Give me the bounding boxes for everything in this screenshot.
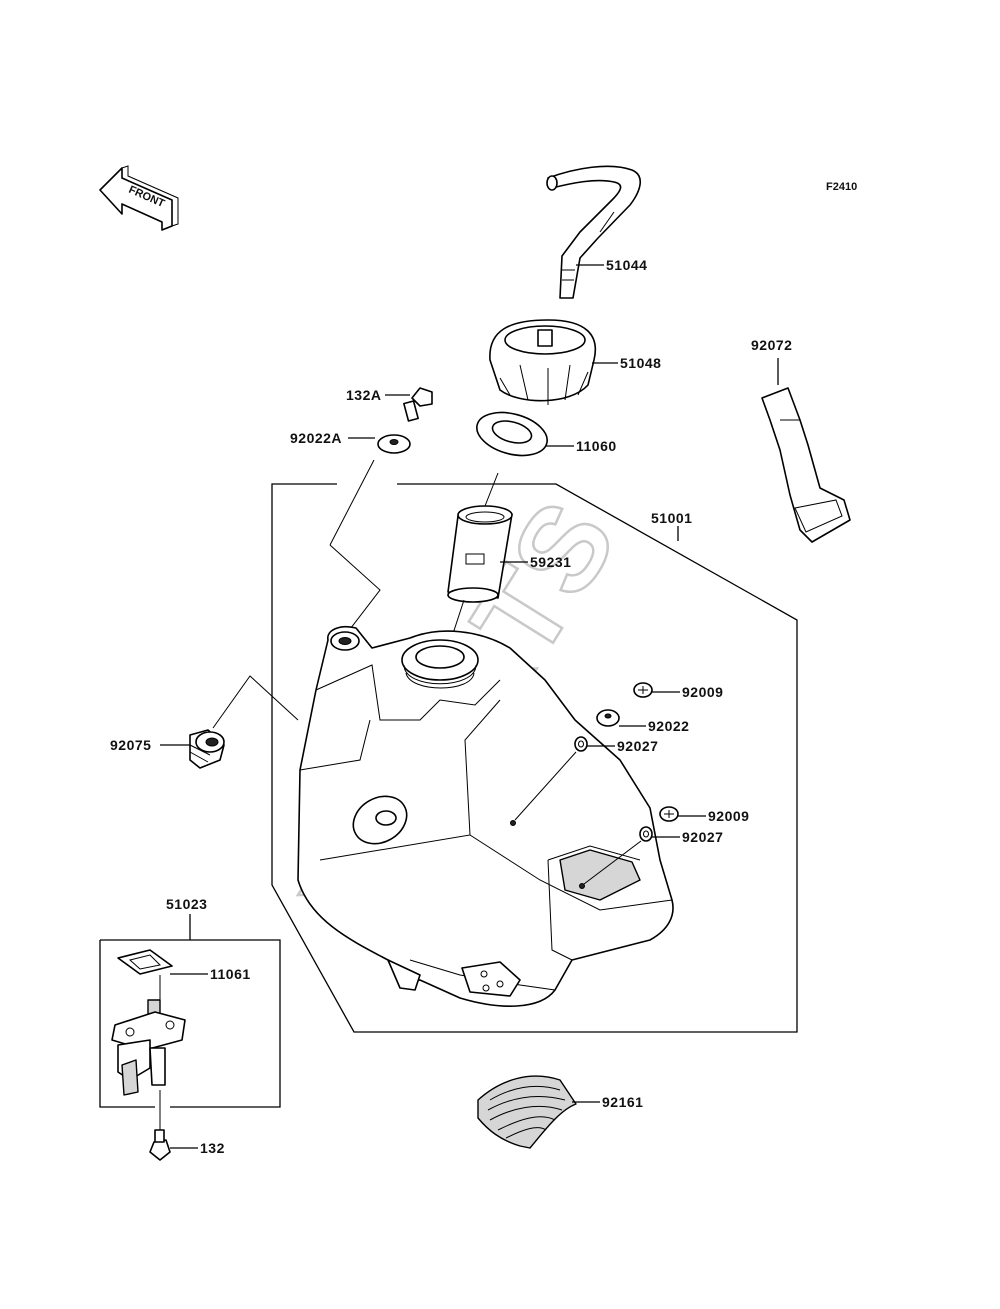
- grommet-92027-bottom: [639, 826, 653, 842]
- callout-92022: 92022: [648, 718, 689, 734]
- damper-92075: [189, 729, 225, 769]
- callout-92161: 92161: [602, 1094, 643, 1110]
- washer-92022a: [377, 434, 411, 454]
- fuel-cock-gasket: [117, 949, 173, 975]
- washer-92022: [596, 709, 620, 727]
- fuel-cock-assembly-box: [99, 939, 281, 1108]
- callout-11060: 11060: [576, 438, 617, 454]
- callout-11061: 11061: [210, 966, 251, 982]
- tank-assembly-bracket: [271, 483, 798, 1033]
- callout-92072: 92072: [751, 337, 792, 353]
- callout-92027-bottom: 92027: [682, 829, 723, 845]
- cap-gasket: [476, 411, 548, 457]
- callout-51001: 51001: [651, 510, 692, 526]
- fuel-cock: [111, 999, 186, 1096]
- tank-strap: [761, 387, 851, 543]
- callout-51023: 51023: [166, 896, 207, 912]
- callout-51044: 51044: [606, 257, 647, 273]
- fuel-filter: [447, 505, 513, 603]
- callout-132a: 132A: [346, 387, 381, 403]
- breather-hose: [546, 165, 641, 299]
- fuel-tank: [297, 625, 674, 1007]
- callout-92009-bottom: 92009: [708, 808, 749, 824]
- callout-92009-top: 92009: [682, 684, 723, 700]
- callout-132: 132: [200, 1140, 225, 1156]
- figure-code: F2410: [826, 181, 857, 193]
- grommet-92027-top: [574, 736, 588, 752]
- front-arrow-icon: FRONT: [99, 165, 179, 231]
- fuel-cap: [489, 319, 596, 405]
- callout-92075: 92075: [110, 737, 151, 753]
- callout-51048: 51048: [620, 355, 661, 371]
- callout-92022a: 92022A: [290, 430, 342, 446]
- screw-92009-bottom: [659, 806, 679, 822]
- callout-59231: 59231: [530, 554, 571, 570]
- callout-92027-top: 92027: [617, 738, 658, 754]
- bolt-132a: [403, 387, 433, 422]
- screw-92009-top: [633, 682, 653, 698]
- tank-pad-92161: [477, 1075, 577, 1149]
- bolt-132: [149, 1129, 171, 1161]
